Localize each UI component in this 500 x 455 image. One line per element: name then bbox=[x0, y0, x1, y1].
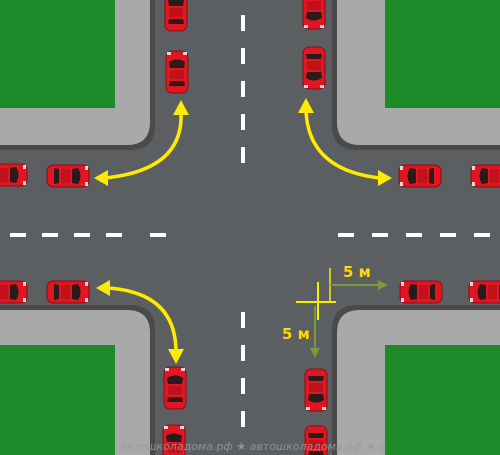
car-bottom-right-near bbox=[304, 368, 328, 412]
car-top-left-near bbox=[165, 50, 189, 94]
arrowhead-icon bbox=[94, 170, 108, 186]
grass-bottom-right bbox=[385, 345, 500, 455]
lane-marking-horizontal bbox=[10, 233, 490, 237]
corner-bottom-left bbox=[0, 305, 155, 455]
grass-top-left bbox=[0, 0, 115, 108]
car-top-right-near bbox=[302, 46, 326, 90]
corner-top-left bbox=[0, 0, 155, 150]
dimension-markers bbox=[296, 268, 388, 358]
car-right-upper-near bbox=[398, 164, 442, 188]
car-left-lower-far bbox=[0, 280, 28, 304]
car-right-upper-far bbox=[470, 164, 500, 188]
arrowhead-icon bbox=[168, 349, 184, 364]
arrowhead-icon bbox=[96, 280, 110, 296]
arrow-top-right bbox=[304, 108, 382, 180]
car-left-upper-near bbox=[46, 164, 90, 188]
dimension-label-vertical: 5 м bbox=[282, 325, 310, 343]
arrowhead-icon bbox=[173, 100, 189, 115]
lane-marking-vertical bbox=[241, 15, 245, 427]
car-right-lower-far bbox=[468, 280, 500, 304]
car-right-lower-near bbox=[399, 280, 443, 304]
car-top-left-far bbox=[164, 0, 188, 32]
dimension-label-horizontal: 5 м bbox=[343, 263, 371, 281]
arrow-top-left bbox=[103, 110, 183, 180]
car-top-right-far bbox=[302, 0, 326, 30]
arrow-bottom-left bbox=[105, 286, 178, 354]
car-left-upper-far bbox=[0, 163, 28, 187]
corner-top-right bbox=[332, 0, 500, 150]
arrowhead-icon bbox=[298, 98, 314, 113]
arrowhead-icon bbox=[378, 170, 392, 186]
car-bottom-left-near bbox=[163, 366, 187, 410]
car-left-lower-near bbox=[46, 280, 90, 304]
grass-top-right bbox=[385, 0, 500, 108]
watermark-text: автошколадома.рф ★ автошколадома.рф ★ а bbox=[120, 440, 386, 453]
grass-bottom-left bbox=[0, 345, 115, 455]
corner-bottom-right bbox=[332, 305, 500, 455]
